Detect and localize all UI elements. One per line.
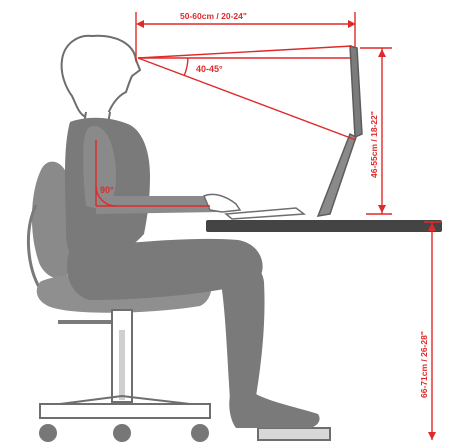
footrest-base: [258, 428, 330, 440]
desk-height-arrow-bottom: [428, 432, 436, 440]
monitor-height-arrow-top: [378, 49, 386, 57]
person-hand: [204, 194, 240, 212]
view-angle-label: 40-45°: [196, 64, 223, 74]
eye-distance-label: 50-60cm / 20-24": [180, 11, 247, 21]
chair-column-inner: [119, 330, 125, 400]
chair-wheel-middle: [113, 424, 131, 442]
monitor: [318, 46, 362, 216]
desk-top: [206, 220, 442, 232]
sight-line-top-reference: [138, 46, 352, 58]
monitor-screen: [350, 46, 362, 137]
sight-line-down: [138, 58, 356, 140]
person-head: [62, 36, 140, 116]
chair-base: [40, 404, 210, 418]
person-lower-leg: [222, 260, 265, 400]
desk-height-label: 66-71cm / 26-28": [419, 331, 429, 398]
elbow-angle-label: 90°: [100, 185, 114, 195]
person-foot: [229, 394, 319, 428]
footrest: [258, 428, 330, 440]
chair-wheel-right: [191, 424, 209, 442]
monitor-height-arrow-bottom: [378, 205, 386, 213]
desk: [206, 220, 442, 232]
monitor-lower-panel: [318, 134, 356, 216]
chair-wheel-left: [39, 424, 57, 442]
eye-distance-arrow-left: [136, 20, 144, 28]
monitor-height-label: 46-55cm / 18-22": [369, 111, 379, 178]
view-angle-arc: [184, 58, 188, 76]
